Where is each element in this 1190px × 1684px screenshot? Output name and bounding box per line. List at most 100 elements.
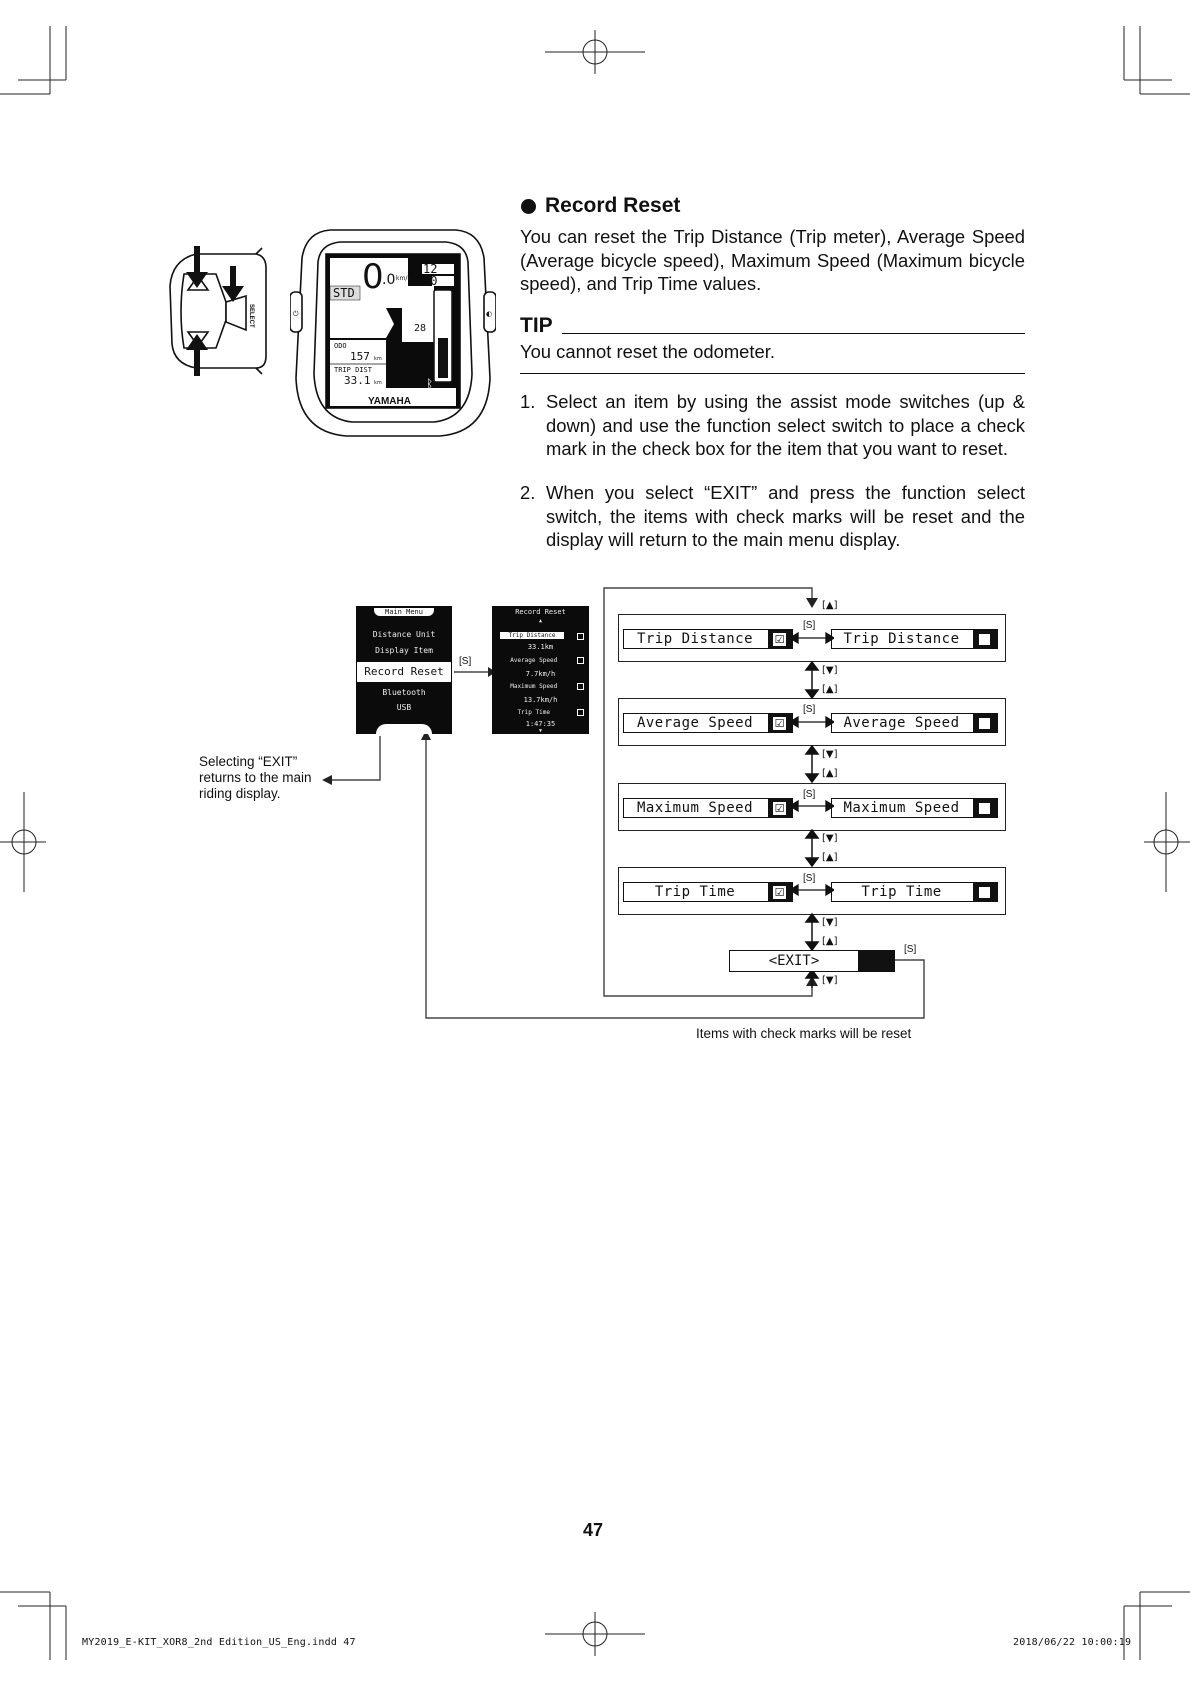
s-label: [S] [803,704,816,715]
record-reset-title: Record Reset [515,608,566,616]
device-speed-decimal: .0 [382,272,395,288]
up-label: [▲] [822,600,838,611]
record-value: 33.1km [527,643,554,651]
main-menu-item-selected[interactable]: Record Reset [357,662,451,682]
light-icon: ◐ [486,310,492,318]
item-label: Trip Time [861,884,942,900]
down-label: [▼] [822,749,838,760]
assist-switch-illustration: SELECT [169,246,267,376]
up-label: [▲] [822,936,838,947]
step-1: 1. Select an item by using the assist mo… [520,390,1025,461]
device-odo-label: ODO [334,342,347,350]
record-value: 1:47:35 [525,720,556,728]
check-mark-icon: ☑ [773,886,786,899]
down-label: [▼] [822,917,838,928]
device-trip-value: 33.1 [344,374,371,387]
step-1-text: Select an item by using the assist mode … [546,391,1025,459]
item-unchecked[interactable]: Average Speed [831,713,998,733]
power-icon: ⏻ [293,310,299,318]
exit-selector [858,951,894,971]
device-mode: STD [333,286,355,300]
checkbox[interactable] [577,709,584,716]
checkbox[interactable] [577,657,584,664]
item-unchecked[interactable]: Maximum Speed [831,798,998,818]
s-label: [S] [803,789,816,800]
item-checked[interactable]: Trip Time ☑ [623,882,793,902]
record-value: 7.7km/h [525,670,556,678]
check-box-checked[interactable]: ☑ [768,799,792,817]
switch-select-label: SELECT [248,304,254,328]
main-menu-title: Main Menu [374,608,434,616]
flow-row-trip-distance: Trip Distance ☑ Trip Distance [618,614,1006,662]
item-checked[interactable]: Maximum Speed ☑ [623,798,793,818]
nav-arrows [804,660,820,988]
step-2: 2. When you select “EXIT” and press the … [520,481,1025,552]
item-label: Maximum Speed [636,800,754,816]
bluetooth-icon: ᛒ [426,377,433,391]
item-label: Trip Time [654,884,736,900]
step-2-number: 2. [520,482,536,503]
check-box-checked[interactable]: ☑ [768,883,792,901]
intro-paragraph: You can reset the Trip Distance (Trip me… [520,226,1025,294]
checkbox-checked[interactable] [577,633,584,640]
item-checked[interactable]: Trip Distance ☑ [623,629,793,649]
main-menu-bottom-tab [376,724,432,734]
item-label: Average Speed [636,715,754,731]
item-label: Trip Distance [636,631,754,647]
check-box-checked[interactable]: ☑ [768,630,792,648]
scroll-up-icon: ▲ [538,618,542,624]
checkbox[interactable] [577,683,584,690]
item-label: Average Speed [843,715,960,731]
s-label-menu: [S] [459,656,472,667]
record-value: 13.7km/h [523,696,558,704]
reset-note: Items with check marks will be reset [696,1026,912,1041]
tip-text: You cannot reset the odometer. [520,341,775,362]
check-box-empty[interactable] [973,799,997,817]
check-mark-icon: ☑ [773,633,786,646]
item-unchecked[interactable]: Trip Distance [831,629,998,649]
item-unchecked[interactable]: Trip Time [831,882,998,902]
down-label: [▼] [822,833,838,844]
main-menu-item[interactable]: Bluetooth [382,688,426,697]
main-menu-item[interactable]: Display Item [375,646,433,655]
section-title: Record Reset [545,194,681,217]
record-row[interactable]: Trip Time [517,709,550,716]
up-label: [▲] [822,768,838,779]
print-slug-filename: MY2019_E-KIT_XOR8_2nd Edition_US_Eng.ind… [82,1637,356,1648]
check-box-empty[interactable] [973,883,997,901]
up-label: [▲] [822,684,838,695]
title-bullet [521,199,536,214]
toggle-arrows [790,631,834,897]
check-box-empty[interactable] [973,630,997,648]
record-row[interactable]: Average Speed [510,657,558,664]
record-row[interactable]: Maximum Speed [510,683,558,690]
s-label: [S] [803,873,816,884]
page-number: 47 [583,1520,604,1540]
main-menu-item[interactable]: USB [396,703,412,712]
check-box-checked[interactable]: ☑ [768,714,792,732]
exit-item[interactable]: <EXIT> [729,950,895,972]
yamaha-logo: YAMAHA [368,396,411,407]
device-trip-unit: km [374,380,382,386]
tip-label: TIP [520,314,553,337]
tip-rule-bottom [520,373,1025,374]
device-odo-unit: km [374,356,382,362]
item-checked[interactable]: Average Speed ☑ [623,713,793,733]
step-2-text: When you select “EXIT” and press the fun… [546,482,1025,550]
record-reset-screen: Record Reset ▲ Trip Distance 33.1km Aver… [492,606,589,734]
record-row-selected[interactable]: Trip Distance [500,632,564,639]
down-label: [▼] [822,665,838,676]
device-trip-label: TRIP DIST [334,366,373,374]
device-speed: 0 [362,257,384,297]
device-clock-hour: 12 [423,262,437,276]
main-menu-item[interactable]: Distance Unit [372,630,436,639]
display-unit-illustration: STD 0 .0 km/h 12 30 28 ODO 157 km TRIP D… [290,229,496,437]
main-menu-screen: Main Menu Distance Unit Display Item Rec… [356,606,452,734]
step-1-number: 1. [520,391,536,412]
device-speed-unit: km/h [396,275,411,282]
device-odo-value: 157 [350,350,370,363]
s-label: [S] [803,620,816,631]
check-box-empty[interactable] [973,714,997,732]
